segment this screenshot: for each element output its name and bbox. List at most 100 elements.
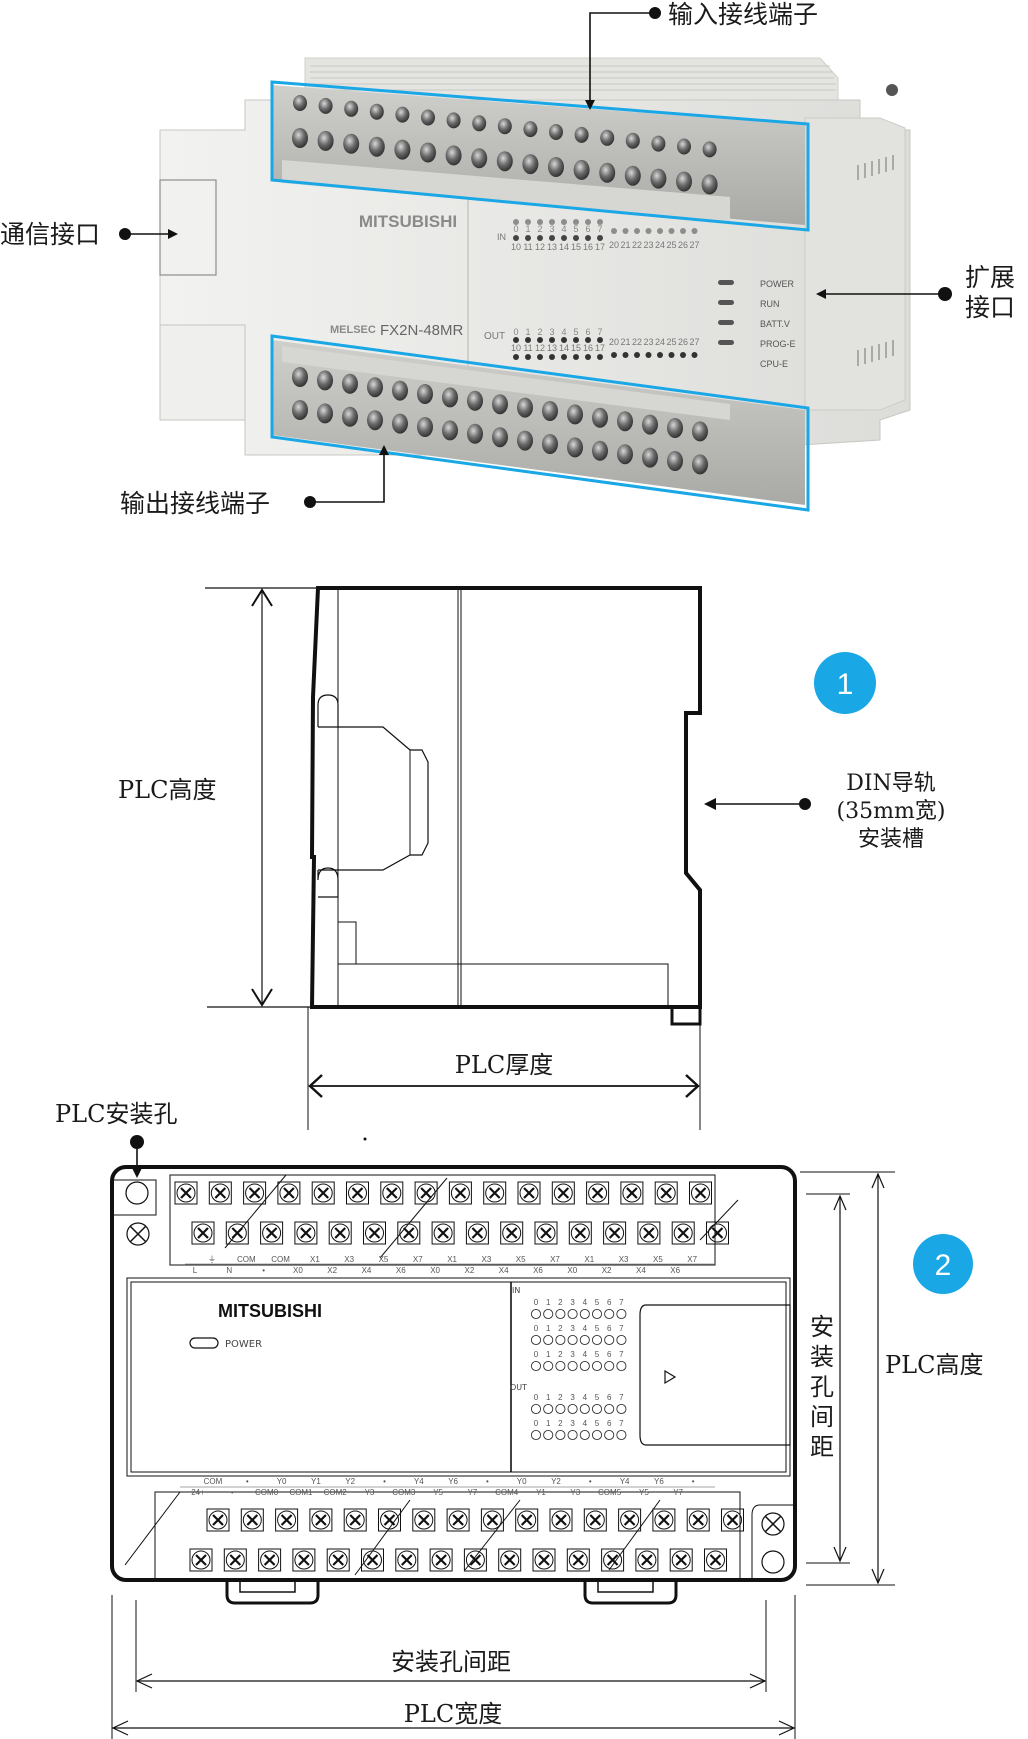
front-bottom-terminal-label: Y4 [620,1477,630,1486]
out-led [549,337,555,343]
status-led-label: BATT.V [760,319,790,329]
front-top-terminal-label: ⏚ [208,1255,216,1264]
input-screw-bottom [420,142,436,163]
front-led [567,1334,578,1346]
input-screw-bottom [292,128,308,148]
input-screw-top [318,97,333,114]
front-top-terminal-label: X3 [482,1255,492,1264]
front-led [543,1360,554,1372]
front-led-digit: 7 [619,1324,624,1333]
front-bottom-terminal-label: COM1 [289,1488,313,1497]
front-led [530,1308,542,1320]
front-bottom-screw [463,1548,487,1572]
output-screw-top [317,370,333,391]
out-led [525,337,531,343]
din-clip [670,1007,702,1026]
front-top-screw [363,1221,386,1245]
front-led-digit: 5 [595,1393,600,1402]
front-top-screw [517,1181,541,1205]
front-top-terminal-label: X2 [602,1266,612,1275]
mount-hole-top-left [125,1181,149,1205]
in-led [585,219,591,225]
input-screw-bottom [496,151,513,172]
output-screw-top [592,407,608,428]
input-screw-top [677,138,691,155]
front-top-terminal-label: X5 [379,1255,389,1264]
status-led-label: RUN [760,299,780,309]
front-top-terminal-label: X7 [687,1255,697,1264]
out-led [597,337,603,343]
front-top-screw [260,1221,284,1245]
front-top-screw [414,1181,438,1205]
front-bottom-terminal-label: • [246,1477,249,1486]
vertical-label-char: 孔 [810,1373,834,1401]
side-height-label: PLC高度 [118,776,216,804]
din-rail-label-line1: DIN导轨 [846,771,936,796]
front-bottom-terminal-label: Y5 [639,1488,649,1497]
front-led-digit: 3 [570,1393,575,1402]
front-top-terminal-label: • [262,1266,265,1275]
out-led-label: 3 [549,327,554,337]
front-led [604,1308,615,1320]
input-screw-top [625,132,640,149]
front-led [591,1334,603,1346]
label-expansion-line1: 扩展 [965,263,1015,292]
input-screw-top [395,106,410,123]
front-top-screw [311,1181,335,1205]
front-led [555,1334,566,1346]
front-top-terminal-label: X1 [447,1255,457,1264]
out-led-label: 27 [689,337,699,347]
front-bottom-screw [549,1508,573,1532]
front-top-screw [346,1181,369,1205]
front-out-label: OUT [510,1383,527,1392]
in-led [634,228,640,234]
callout-input-terminals: 输入接线端子 [585,0,818,110]
output-screw-bottom [342,406,358,427]
front-top-terminal-label: X6 [670,1266,680,1275]
front-led-digit: 4 [583,1298,588,1307]
callout-expansion-port: 扩展 接口 [816,263,1015,322]
input-screw-top [574,126,589,143]
front-led [555,1360,566,1372]
input-screw-top [600,129,615,146]
front-led-digit: 0 [534,1350,539,1359]
front-bottom-screw [669,1548,693,1572]
front-bottom-screw [189,1548,213,1572]
output-screw-top [442,387,458,408]
heatsink-fins [310,65,836,91]
front-brand: MITSUBISHI [218,1301,322,1321]
input-screw-bottom [676,171,692,192]
callout-dot [938,287,952,301]
front-top-screw [689,1181,712,1205]
out-led [561,354,567,360]
in-led-label: 20 [609,240,619,250]
front-top-screws [174,1174,739,1259]
input-screw-top [421,109,435,126]
in-led [525,219,531,225]
input-screw-top [472,115,487,132]
front-bottom-screw [240,1508,264,1532]
label-comm-port: 通信接口 [0,220,100,249]
screw-top-left [126,1222,150,1246]
front-led-digit: 4 [583,1393,588,1402]
input-screw-top [369,103,384,120]
front-led-digit: 2 [558,1350,563,1359]
label-expansion-line2: 接口 [965,293,1015,322]
front-top-terminal-label: X4 [362,1266,372,1275]
photo-brand: MITSUBISHI [359,212,457,231]
front-led-digit: 2 [558,1298,563,1307]
front-bottom-screw [292,1548,316,1572]
front-bottom-terminal-label: COM5 [598,1488,622,1497]
in-led [561,219,567,225]
label-input-terminals: 输入接线端子 [668,0,818,29]
out-led [611,352,617,358]
out-led [537,354,543,360]
front-bottom-screw [343,1508,367,1532]
input-screw-bottom [471,148,488,169]
out-led-label: 11 [523,343,532,353]
front-top-screw [637,1221,661,1245]
output-screw-bottom [542,434,558,454]
front-top-terminal-label: X6 [533,1266,543,1275]
input-terminal-block: COMX0X2X4X6X10X12X14X16X20X22X24X26 [272,85,805,225]
front-top-terminal-label: X6 [396,1266,406,1275]
